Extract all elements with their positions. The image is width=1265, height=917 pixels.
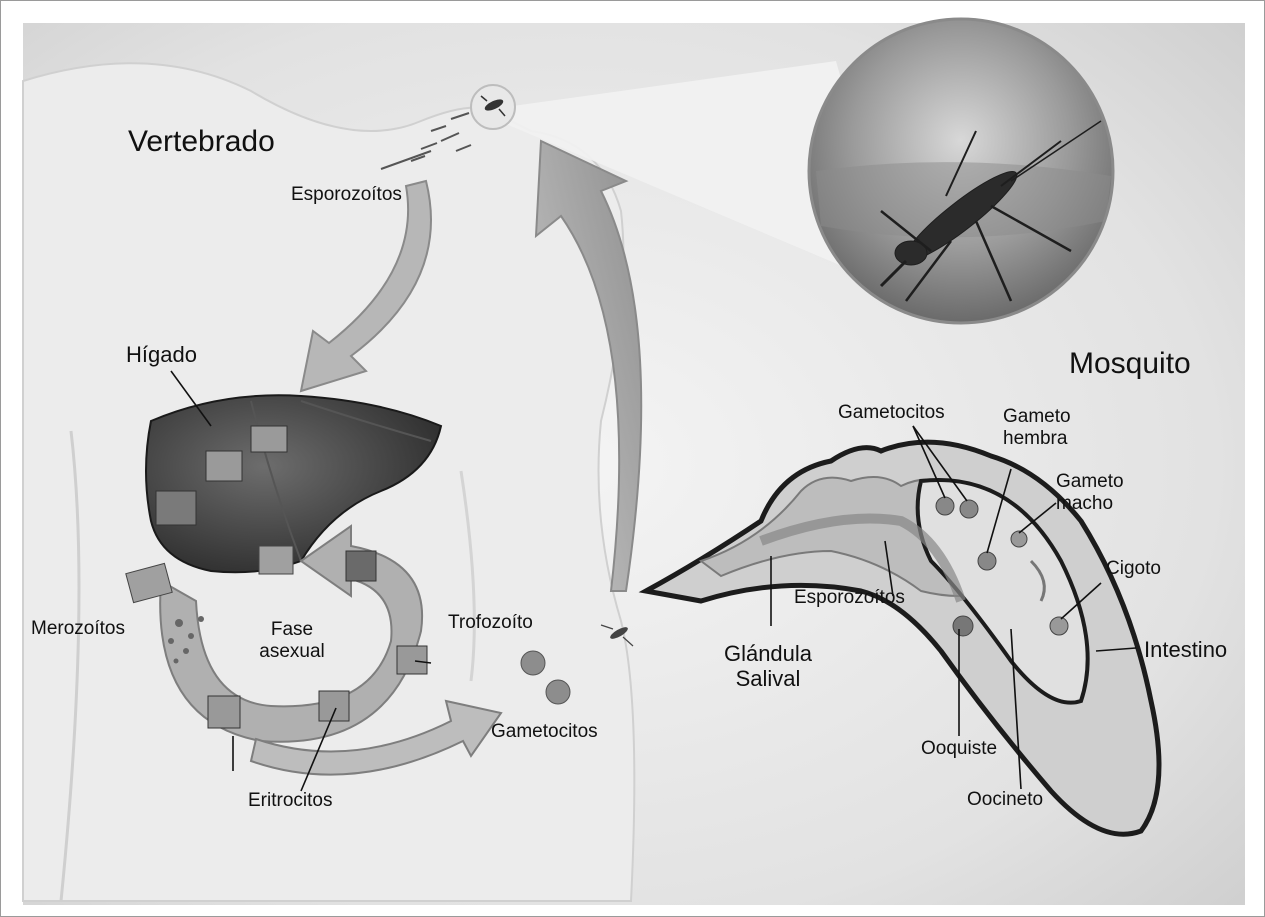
label-glandula-line1: Glándula xyxy=(713,641,823,666)
label-fase-line1: Fase xyxy=(256,619,328,641)
label-glandula-line2: Salival xyxy=(713,666,823,691)
label-gameto-hembra: Gameto hembra xyxy=(1003,406,1071,450)
liver-cell-square xyxy=(156,491,196,525)
label-vertebrado: Vertebrado xyxy=(128,125,275,160)
label-fase-asexual: Fase asexual xyxy=(256,619,328,663)
label-gametocitos-right: Gametocitos xyxy=(838,402,945,424)
label-merozoitos: Merozoítos xyxy=(31,618,125,640)
liver-cell-square xyxy=(206,451,242,481)
label-gameto-macho: Gameto macho xyxy=(1056,471,1124,515)
gametocyte-circle xyxy=(521,651,545,675)
label-gameto-macho-line1: Gameto xyxy=(1056,471,1124,493)
label-esporozoitos-mid: Esporozoítos xyxy=(794,587,905,609)
label-eritrocitos: Eritrocitos xyxy=(248,790,332,812)
label-gametocitos-left: Gametocitos xyxy=(491,721,598,743)
label-glandula-salival: Glándula Salival xyxy=(713,641,823,692)
label-oocineto: Oocineto xyxy=(967,789,1043,811)
liver-cell-square xyxy=(251,426,287,452)
label-fase-line2: asexual xyxy=(256,641,328,663)
label-cigoto: Cigoto xyxy=(1106,558,1161,580)
label-intestino: Intestino xyxy=(1144,637,1227,662)
label-gameto-hembra-line2: hembra xyxy=(1003,428,1071,450)
label-ooquiste: Ooquiste xyxy=(921,738,997,760)
label-gameto-macho-line2: macho xyxy=(1056,493,1124,515)
label-trofozoito: Trofozoíto xyxy=(448,612,533,634)
label-gameto-hembra-line1: Gameto xyxy=(1003,406,1071,428)
label-higado: Hígado xyxy=(126,342,197,367)
label-esporozoitos-top: Esporozoítos xyxy=(291,184,402,206)
gametocyte-circle xyxy=(546,680,570,704)
label-mosquito: Mosquito xyxy=(1069,347,1191,382)
